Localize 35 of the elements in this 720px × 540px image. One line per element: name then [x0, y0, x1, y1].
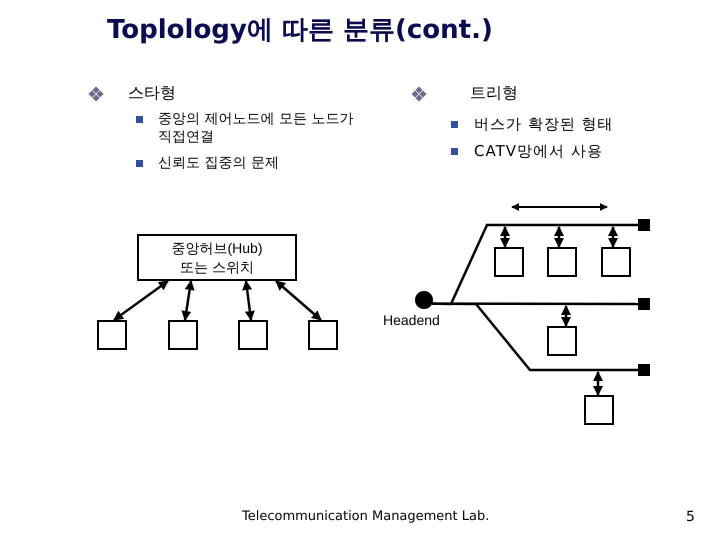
node-caption: Headend [383, 312, 440, 328]
station-box [168, 320, 198, 350]
bullet-text: 트리형 [470, 83, 518, 104]
slide-title: Toplology에 따른 분류(cont.) [107, 14, 493, 47]
terminator-square [638, 219, 650, 231]
arrow [500, 226, 510, 248]
station-box [547, 247, 577, 277]
headend-circle [415, 291, 433, 309]
arrow [554, 226, 564, 248]
bullet-text: 신뢰도 집중의 문제 [158, 154, 279, 172]
arrow [181, 280, 195, 321]
station-box [547, 326, 577, 356]
station-box [601, 247, 631, 277]
bullet-text: 버스가 확장된 형태 [474, 115, 614, 134]
bullet-text: 중앙의 제어노드에 모든 노드가 직접연결 [158, 110, 354, 146]
terminator-square [638, 364, 650, 376]
page-number: 5 [686, 509, 695, 525]
station-box [238, 320, 268, 350]
footer-text: Telecommunication Management Lab. [242, 509, 490, 524]
station-box [584, 395, 614, 425]
node-label: 중앙허브(Hub) 또는 스위치 [170, 238, 264, 276]
bullet-text: 스타형 [128, 83, 176, 104]
arrow [593, 371, 603, 396]
station-box [97, 320, 127, 350]
terminator-square [638, 298, 650, 310]
arrow [242, 280, 255, 321]
bus-line [432, 302, 638, 372]
arrow [608, 226, 618, 248]
station-box [494, 247, 524, 277]
station-box [308, 320, 338, 350]
arrow [113, 280, 169, 322]
hub-box [137, 234, 297, 281]
arrow [561, 305, 571, 327]
arrow [275, 280, 322, 321]
bullet-text: CATV망에서 사용 [474, 142, 603, 161]
